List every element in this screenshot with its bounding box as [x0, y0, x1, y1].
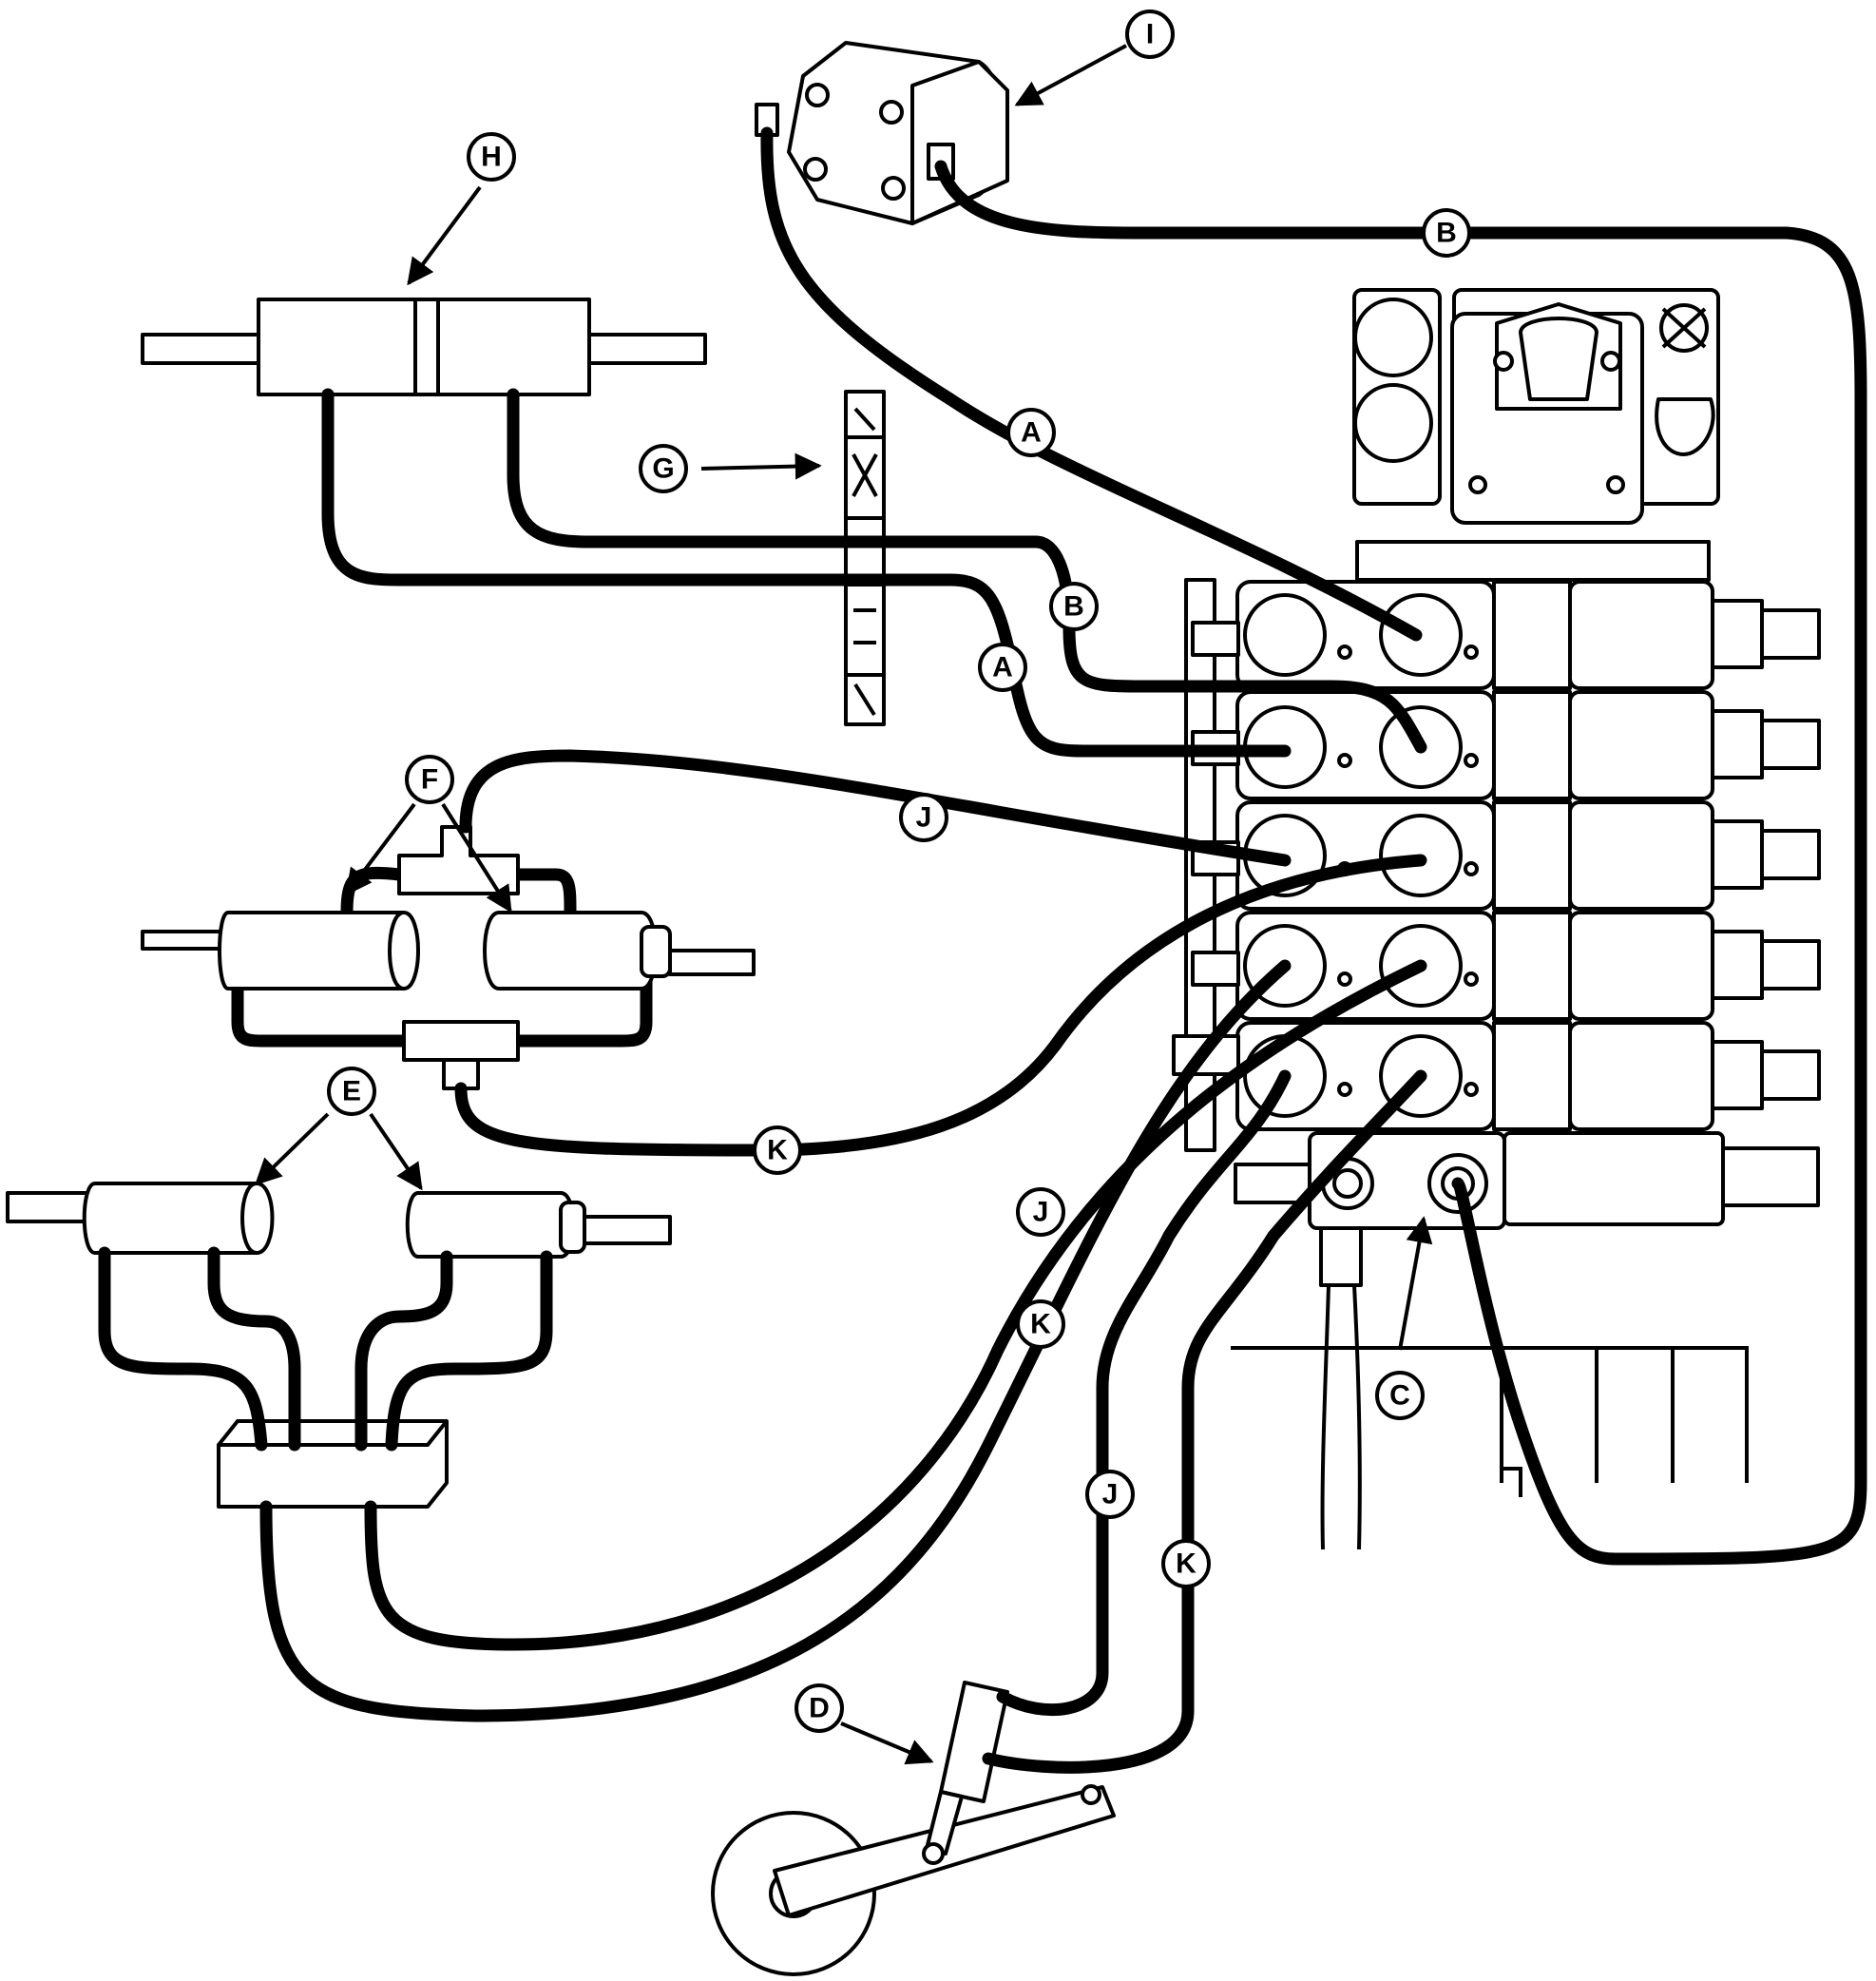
callout-c-label: C	[1389, 1380, 1410, 1412]
callout-k-middle: K	[1016, 1299, 1065, 1349]
callout-d-label: D	[809, 1693, 830, 1724]
inlet-block	[1234, 1131, 1820, 1287]
callout-a-cylinder-hose-label: A	[992, 652, 1013, 683]
callout-a-motor-hose-label: A	[1021, 417, 1042, 449]
callout-j-upper-label: J	[916, 802, 932, 834]
control-valve-bank	[1172, 540, 1821, 1550]
callout-e-label: E	[342, 1076, 361, 1107]
callout-a-cylinder-hose: A	[978, 643, 1027, 692]
callout-k-upper: K	[753, 1125, 802, 1175]
valve-section-4	[1191, 911, 1821, 1021]
callout-h: H	[467, 132, 516, 182]
double-acting-cylinder-h	[141, 298, 707, 396]
callout-h-label: H	[481, 142, 502, 173]
cylinder-pair-f	[141, 825, 756, 1090]
callout-j-middle: J	[1016, 1187, 1065, 1237]
hoses	[98, 126, 1867, 1774]
callout-k-lower: K	[1161, 1539, 1211, 1588]
valve-section-2	[1191, 690, 1821, 800]
callout-b-motor-hose-label: B	[1436, 218, 1457, 249]
callout-j-middle-label: J	[1033, 1197, 1049, 1228]
callout-g-label: G	[652, 453, 674, 485]
callout-g: G	[639, 444, 688, 493]
callout-e: E	[327, 1067, 376, 1116]
callout-i-label: I	[1146, 19, 1154, 50]
valve-section-1	[1191, 580, 1821, 690]
callout-b-cylinder-hose: B	[1049, 582, 1099, 631]
cylinder-pair-e	[6, 1182, 672, 1509]
flow-control-valve-g	[844, 390, 886, 726]
callout-d: D	[794, 1683, 844, 1733]
gauge-wheel-assembly	[711, 1681, 1116, 1976]
callout-b-motor-hose: B	[1422, 208, 1471, 258]
callout-f-label: F	[421, 764, 438, 796]
leader-arrows	[254, 44, 1433, 1765]
callout-j-lower-label: J	[1102, 1479, 1119, 1510]
callout-j-upper: J	[899, 793, 948, 842]
callout-j-lower: J	[1085, 1470, 1135, 1519]
hydraulic-motor	[755, 41, 1009, 225]
callout-k-lower-label: K	[1176, 1548, 1196, 1580]
callout-b-cylinder-hose-label: B	[1063, 591, 1084, 623]
electrical-socket-bracket	[1352, 288, 1720, 525]
callout-i: I	[1125, 10, 1175, 59]
callout-f: F	[405, 755, 454, 804]
callout-k-upper-label: K	[767, 1135, 788, 1166]
callout-k-middle-label: K	[1030, 1309, 1051, 1340]
callout-c: C	[1375, 1371, 1425, 1420]
callout-a-motor-hose: A	[1006, 408, 1056, 457]
